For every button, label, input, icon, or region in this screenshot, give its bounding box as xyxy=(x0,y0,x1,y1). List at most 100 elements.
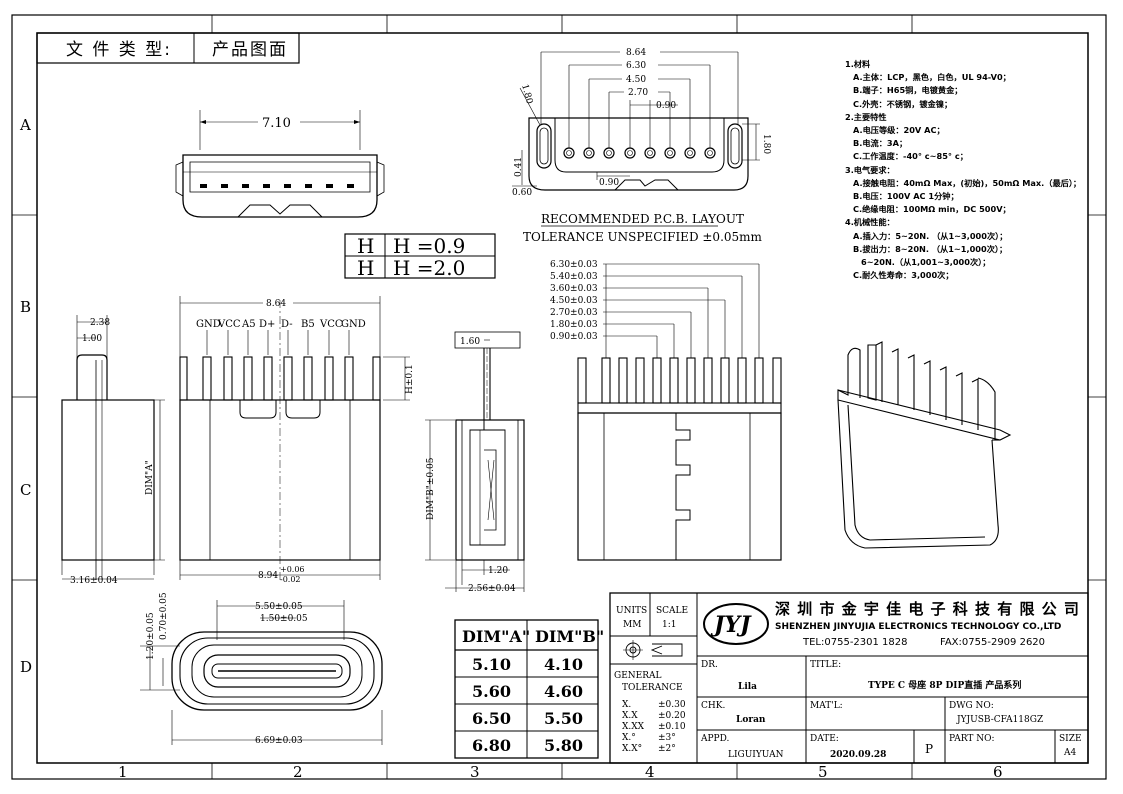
spec-item: A.插入力：5~20N. （从1~3,000次）； xyxy=(853,230,1008,241)
scale-label: SCALE xyxy=(656,606,688,616)
pin-dim: 6.30±0.03 xyxy=(550,260,598,270)
side-view: 2.38 1.00 3.16±0.04 DIM"A" xyxy=(61,315,165,586)
spec-item: B.电压：100V AC 1分钟； xyxy=(853,191,959,202)
section-dim: 1.60 xyxy=(460,337,480,347)
pcb-dim: 0.60 xyxy=(512,188,532,198)
company-tel: TEL:0755-2301 1828 xyxy=(802,637,908,648)
tolerance-label: TOLERANCE xyxy=(622,683,683,693)
company-fax: FAX:0755-2909 2620 xyxy=(940,637,1045,648)
h-symbol: H xyxy=(357,256,374,280)
dim-header: DIM"A" xyxy=(462,627,530,646)
pcb-layout: 8.64 6.30 4.50 2.70 0.90 0.90 0.41 0.60 … xyxy=(512,45,771,244)
front-dim: -0.02 xyxy=(280,575,301,584)
spec-heading: 4.机械性能： xyxy=(845,217,895,228)
h-value: H =2.0 xyxy=(393,256,465,280)
projection-mark: P xyxy=(925,742,933,756)
spec-heading: 3.电气要求： xyxy=(845,164,895,175)
dim-a: 6.50 xyxy=(472,709,511,728)
tol-x: X.X xyxy=(622,711,638,721)
pcb-dim: 0.41 xyxy=(514,157,524,177)
date-label: DATE: xyxy=(810,734,839,744)
bottom-dim: 0.70±0.05 xyxy=(159,592,169,640)
pin-label: VCC xyxy=(319,319,343,330)
units-label: UNITS xyxy=(616,606,647,616)
pcb-title: RECOMMENDED P.C.B. LAYOUT xyxy=(541,212,744,226)
pin-label: GND xyxy=(341,319,366,330)
spec-item: B.端子：H65铜，电镀黄金； xyxy=(853,85,963,96)
spec-item: B.电流：3A； xyxy=(853,138,908,149)
bottom-view: 5.50±0.05 1.50±0.05 1.20±0.05 0.70±0.05 … xyxy=(140,592,383,746)
tol-v: ±3° xyxy=(658,733,676,743)
front-dim: 8.64 xyxy=(266,299,286,309)
tol-v: ±0.20 xyxy=(658,711,686,721)
dim-a: 5.10 xyxy=(472,655,511,674)
top-view-dim: 7.10 xyxy=(262,116,291,131)
front-dim: +0.06 xyxy=(280,565,305,574)
side-dim: DIM"A" xyxy=(145,460,155,495)
side-dim: 3.16±0.04 xyxy=(70,576,118,586)
pcb-dim: 1.80 xyxy=(519,83,534,105)
dim-a: 5.60 xyxy=(472,682,511,701)
spec-item: A.接触电阻：40mΩ Max，(初始)，50mΩ Max.（最后）； xyxy=(853,177,1082,188)
pcb-dim: 0.90 xyxy=(656,101,676,111)
pin-dim: 0.90±0.03 xyxy=(550,332,598,342)
col-label: 1 xyxy=(118,763,128,781)
company-name-cn: 深 圳 市 金 宇 佳 电 子 科 技 有 限 公 司 xyxy=(775,600,1080,618)
h-symbol: H xyxy=(357,234,374,258)
front-view: 8.64 GND VCC A5 D+ D- B5 VCC GND H±0.1 xyxy=(179,296,415,584)
front-dim: 8.94 xyxy=(258,571,278,581)
appd-value: LIGUIYUAN xyxy=(728,750,784,760)
tol-x: X.X° xyxy=(622,744,642,754)
pin-dim: 5.40±0.03 xyxy=(550,272,598,282)
top-view: 7.10 xyxy=(175,110,385,218)
units-value: MM xyxy=(623,620,641,630)
tol-v: ±0.10 xyxy=(658,722,686,732)
doc-type-value: 产品图面 xyxy=(212,40,288,60)
pcb-tolerance: TOLERANCE UNSPECIFIED ±0.05mm xyxy=(523,230,763,244)
dim-table: DIM"A" DIM"B" 5.10 4.10 5.60 4.60 6.50 5… xyxy=(454,619,604,759)
dr-value: Lila xyxy=(738,682,757,692)
material-label: MAT'L: xyxy=(810,701,843,711)
bottom-dim: 5.50±0.05 xyxy=(255,602,303,612)
pin-dim: 1.80±0.03 xyxy=(550,320,598,330)
section-dim: DIM"B"±0.05 xyxy=(426,457,436,520)
pcb-dim: 6.30 xyxy=(626,61,646,71)
logo-text: JYJ xyxy=(710,612,752,638)
inner-frame xyxy=(36,32,1089,764)
section-view: 1.60 DIM"B"±0.05 1.20 2.56±0.04 xyxy=(425,331,525,594)
pin-dim: 3.60±0.03 xyxy=(550,284,598,294)
side-dim: 2.38 xyxy=(90,318,110,328)
tol-x: X. xyxy=(622,700,631,710)
side-dim: 1.00 xyxy=(82,334,102,344)
size-value: A4 xyxy=(1063,748,1076,758)
col-label: 3 xyxy=(470,763,480,781)
general-label: GENERAL xyxy=(614,671,661,681)
front-dim: H±0.1 xyxy=(405,364,415,394)
pin-label: VCC xyxy=(217,319,241,330)
dim-header: DIM"B" xyxy=(535,627,604,646)
scale-value: 1:1 xyxy=(662,620,676,630)
date-value: 2020.09.28 xyxy=(830,750,886,760)
row-label: B xyxy=(20,298,31,316)
appd-label: APPD. xyxy=(700,734,730,744)
tol-x: X.° xyxy=(622,733,636,743)
bottom-dim: 1.20±0.05 xyxy=(146,612,156,660)
h-value: H =0.9 xyxy=(393,234,465,258)
spec-item: A.主体：LCP，黑色，白色，UL 94-V0； xyxy=(853,72,1011,83)
dim-b: 4.60 xyxy=(544,682,583,701)
bottom-dim: 1.50±0.05 xyxy=(260,614,308,624)
title-block: UNITS MM SCALE 1:1 GENERAL TOLERANCE X. … xyxy=(609,592,1089,764)
title-value: TYPE C 母座 8P DIP直插 产品系列 xyxy=(868,679,1021,691)
spec-item: C.绝缘电阻：100MΩ min，DC 500V； xyxy=(853,204,1011,215)
section-dim: 2.56±0.04 xyxy=(468,584,516,594)
part-label: PART NO: xyxy=(949,734,995,744)
pcb-dim: 0.90 xyxy=(599,178,619,188)
spec-item: C.外壳：不锈钢，镀金镍； xyxy=(853,98,953,109)
tol-v: ±2° xyxy=(658,744,676,754)
pin-label: B5 xyxy=(301,319,315,330)
dim-a: 6.80 xyxy=(472,736,511,755)
row-label: D xyxy=(20,658,32,676)
chk-value: Loran xyxy=(736,715,766,725)
doc-type-label: 文 件 类 型: xyxy=(66,40,172,60)
